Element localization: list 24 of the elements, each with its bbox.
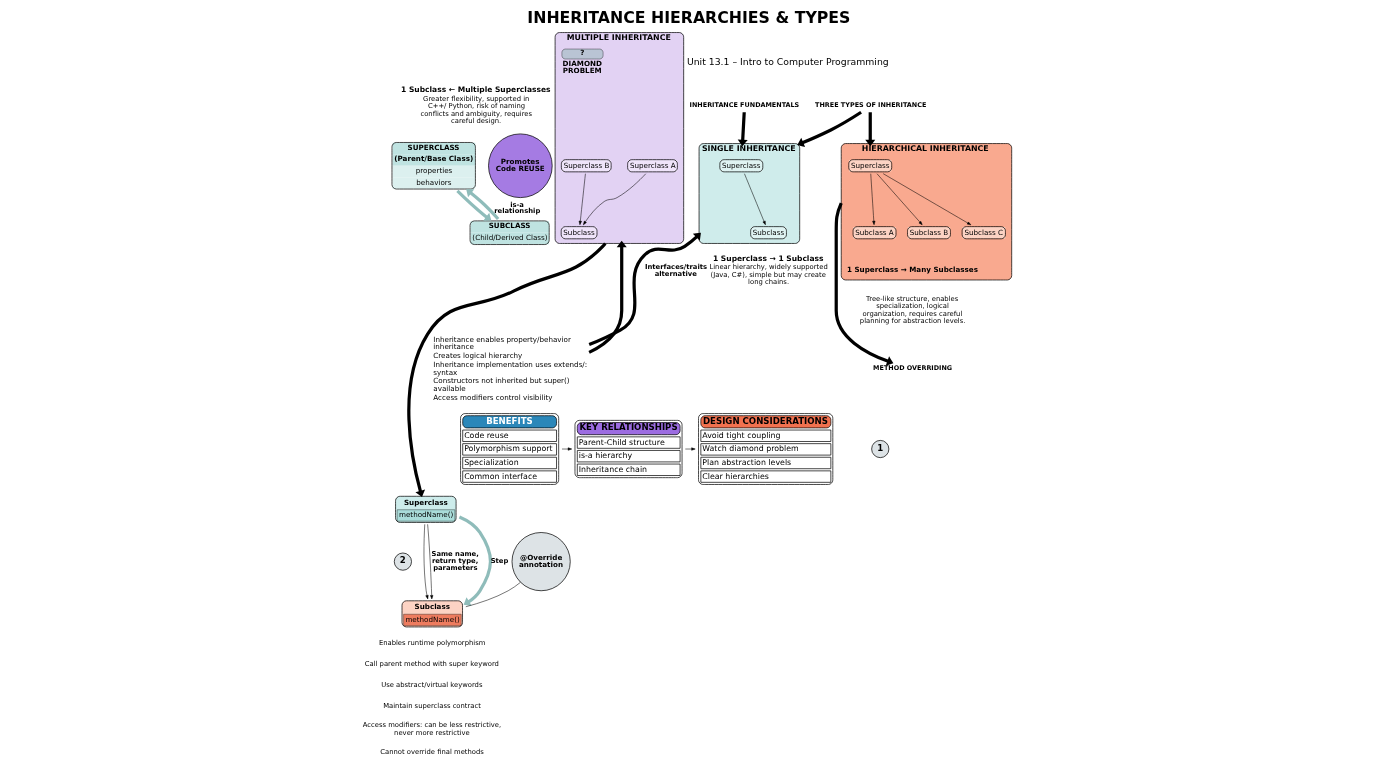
arrow: [876, 173, 922, 225]
arrow: [587, 240, 627, 354]
arrow: [684, 447, 695, 451]
arrow: [582, 173, 646, 226]
arrow: [465, 189, 499, 221]
diagram-title: INHERITANCE HIERARCHIES & TYPES: [526, 8, 850, 28]
arrow: [406, 242, 606, 497]
node-circle: 1: [870, 440, 889, 458]
arrow: [834, 202, 893, 366]
arrow: [561, 447, 572, 451]
arrow: [864, 112, 875, 147]
label: Unit 13.1 – Intro to Computer Programming: [686, 55, 889, 67]
arrow: [743, 173, 766, 225]
arrow: [426, 524, 433, 600]
arrow: [423, 524, 428, 600]
arrow: [458, 515, 492, 606]
arrow: [869, 173, 875, 225]
arrow: [578, 173, 586, 225]
node-circle: 2: [393, 552, 412, 571]
arrow: [882, 173, 971, 226]
arrow: [796, 110, 862, 148]
arrow: [737, 112, 748, 147]
arrow: [455, 189, 491, 221]
arrow: [588, 232, 701, 347]
